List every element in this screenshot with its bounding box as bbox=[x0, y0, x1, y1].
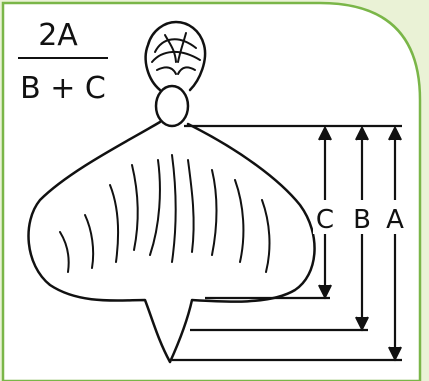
formula-denominator: B + C bbox=[20, 71, 106, 106]
flower-ring bbox=[154, 84, 190, 128]
flower-body-outline bbox=[27, 120, 316, 364]
formula-numerator: 2A bbox=[38, 18, 78, 53]
diagram-panel bbox=[1, 1, 422, 381]
c-arrow-bottom bbox=[318, 284, 332, 300]
a-arrow-bottom bbox=[388, 346, 402, 362]
ratio-formula: 2A B + C bbox=[18, 18, 108, 106]
c-label: C bbox=[316, 205, 334, 235]
flower-top-cluster bbox=[144, 20, 207, 92]
b-arrow-bottom bbox=[355, 316, 369, 332]
a-arrow-top bbox=[388, 125, 402, 141]
b-label: B bbox=[353, 205, 371, 235]
b-arrow-top bbox=[355, 125, 369, 141]
a-label: A bbox=[386, 205, 404, 235]
c-arrow-top bbox=[318, 125, 332, 141]
flower-drawing bbox=[27, 20, 316, 364]
